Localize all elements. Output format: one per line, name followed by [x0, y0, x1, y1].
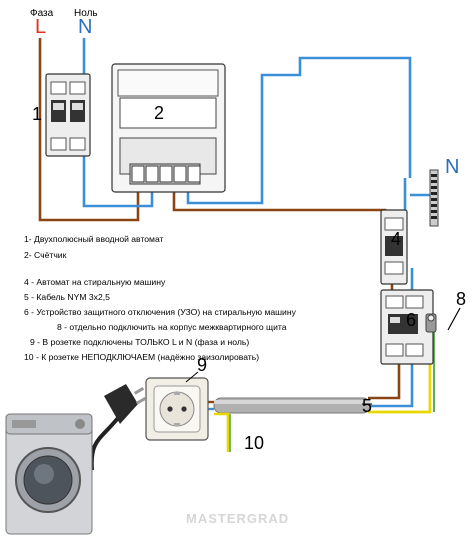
ground-terminal — [425, 307, 461, 333]
marker-8: 8 — [456, 289, 467, 309]
legend-item: 2- Счётчик — [24, 250, 67, 260]
rcd-device — [380, 289, 434, 365]
power-plug — [89, 384, 147, 471]
bus-n-letter: N — [445, 156, 460, 178]
legend-item: 1- Двухполюсный вводной автомат — [24, 234, 164, 244]
neutral-bus-bar — [429, 169, 439, 227]
legend-item: 8 - отдельно подключить на корпус межква… — [57, 322, 287, 332]
input-breaker — [45, 73, 91, 157]
neutral-letter: N — [78, 16, 93, 38]
washer-breaker — [380, 209, 408, 285]
legend-item: 4 - Автомат на стиральную машину — [24, 277, 166, 287]
watermark: MASTERGRAD — [186, 511, 290, 526]
marker-9: 9 — [197, 355, 208, 375]
legend-item: 9 - В розетке подключены ТОЛЬКО L и N (ф… — [30, 337, 250, 347]
marker-10: 10 — [244, 433, 265, 453]
wall-socket — [145, 371, 209, 441]
legend-item: 5 - Кабель NYM 3х2,5 — [24, 292, 110, 302]
legend-item: 6 - Устройство защитного отключения (УЗО… — [24, 307, 296, 317]
washing-machine — [5, 413, 93, 535]
neutral-caption: Ноль — [74, 8, 98, 19]
nym-cable — [200, 397, 371, 452]
marker-1: 1 — [32, 104, 43, 124]
phase-letter: L — [35, 16, 47, 38]
electricity-meter — [111, 63, 226, 193]
marker-5: 5 — [362, 396, 373, 416]
meter-terminals — [131, 165, 201, 183]
marker-4: 4 — [391, 229, 402, 249]
marker-2: 2 — [154, 103, 165, 123]
marker-6: 6 — [406, 310, 417, 330]
legend-item: 10 - К розетке НЕПОДКЛЮЧАЕМ (надёжно заи… — [24, 352, 260, 362]
phase-caption: Фаза — [30, 8, 54, 19]
